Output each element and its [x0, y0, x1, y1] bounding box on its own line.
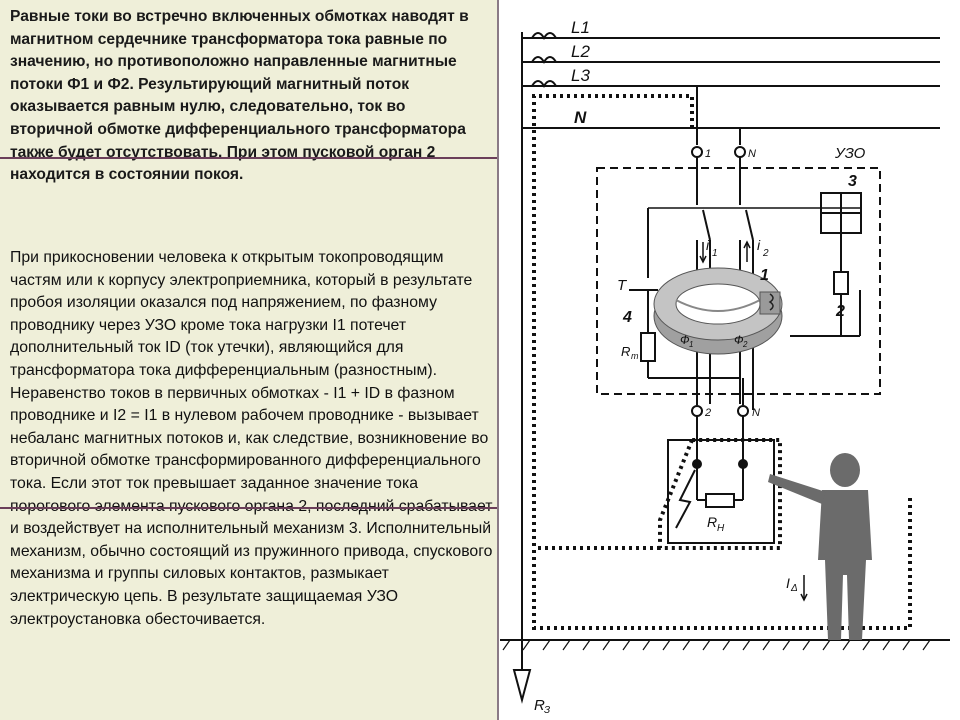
label-l2: L2 — [571, 42, 590, 61]
ground-label: R — [534, 697, 545, 714]
resistor-label: R — [621, 344, 630, 359]
current-i1-sub: 1 — [712, 248, 718, 259]
text-panel: Равные токи во встречно включенных обмот… — [0, 0, 497, 720]
test-button-label: T — [617, 277, 628, 294]
coil-l1 — [531, 32, 557, 40]
current-i2: i — [757, 237, 761, 253]
load-label: R — [707, 514, 717, 530]
ground-sub: З — [544, 705, 550, 716]
flux2-label: Ф — [734, 333, 744, 347]
relay-label: 2 — [835, 303, 845, 320]
leakage-path — [532, 94, 912, 630]
actuator-label: 3 — [848, 173, 857, 190]
coil-l2 — [531, 56, 557, 64]
person-silhouette — [768, 453, 872, 640]
terminal-top-1: 1 — [705, 148, 711, 160]
current-i2-sub: 2 — [762, 248, 769, 259]
load-sub: Н — [717, 523, 725, 534]
flux1-sub: 1 — [689, 340, 693, 349]
flux1-label: Ф — [680, 333, 690, 347]
uzo-enclosure — [596, 167, 881, 395]
terminal-bottom-n: N — [752, 407, 760, 419]
leak-sub: Δ — [790, 583, 798, 594]
label-l1: L1 — [571, 18, 590, 37]
toroid-core — [653, 267, 783, 355]
intro-paragraph: Равные токи во встречно включенных обмот… — [10, 8, 469, 184]
terminal-bottom-2: 2 — [704, 407, 711, 419]
label-uzo: УЗО — [834, 145, 866, 162]
label-n: N — [574, 108, 587, 127]
flux2-sub: 2 — [742, 340, 748, 349]
terminal-top-n: N — [748, 148, 756, 160]
label-l3: L3 — [571, 66, 590, 85]
panel-divider — [497, 0, 499, 720]
decorative-rule-bottom — [0, 507, 499, 509]
winding-label: 1 — [760, 267, 769, 284]
current-i1: i — [706, 237, 710, 253]
explanation-paragraph: При прикосновении человека к открытым то… — [10, 249, 493, 628]
breakdown-spark-icon — [675, 469, 696, 529]
resistor-sub: т — [631, 351, 639, 361]
coil-l3 — [531, 80, 557, 88]
leak-label: I — [786, 575, 790, 591]
test-block-label: 4 — [622, 309, 632, 326]
uzo-circuit-diagram: L1 L2 L3 N УЗО 1 N 2 N i 1 i 2 1 3 2 T 4… — [500, 18, 950, 716]
decorative-rule-top — [0, 157, 497, 159]
